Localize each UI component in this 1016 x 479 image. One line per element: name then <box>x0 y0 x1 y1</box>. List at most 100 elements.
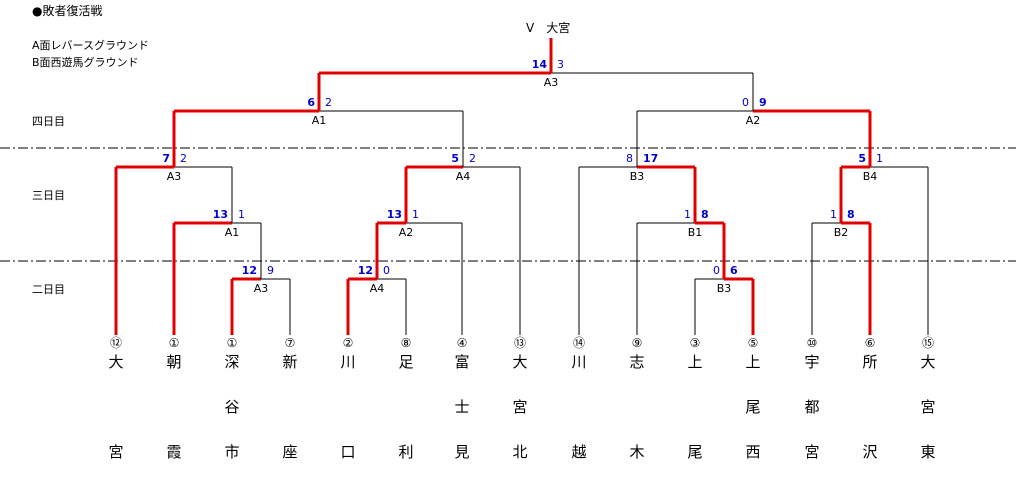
team-name-char: 足 <box>398 353 414 371</box>
team-name-char: 口 <box>340 443 356 461</box>
team-seed: ⑮ <box>921 336 935 350</box>
right-score: 0 <box>383 264 390 277</box>
team-seed: ② <box>342 336 354 350</box>
team-seed: ⑦ <box>284 336 296 350</box>
game-label: A2 <box>745 114 761 127</box>
right-score: 8 <box>847 208 855 221</box>
team-name-char: 宮 <box>804 443 820 461</box>
left-score: 5 <box>451 152 459 165</box>
game-label: A3 <box>543 76 559 89</box>
right-score: 17 <box>643 152 659 165</box>
team-name-char: 見 <box>454 443 470 461</box>
ground-b-note: B面西遊馬グラウンド <box>32 56 139 69</box>
left-score: 13 <box>212 208 228 221</box>
team-seed: ⑬ <box>513 336 527 350</box>
game-label: B1 <box>687 226 703 239</box>
left-score: 1 <box>830 208 837 221</box>
team-seed: ⑫ <box>109 336 123 350</box>
game-label: A2 <box>398 226 414 239</box>
right-score: 2 <box>469 152 476 165</box>
team-name-char: 東 <box>920 443 936 461</box>
team-seed: ⑨ <box>631 336 643 350</box>
team-name-char: 宮 <box>108 443 124 461</box>
ground-a-note: A面レバースグラウンド <box>32 39 149 52</box>
team-name-char: 宮 <box>512 398 528 416</box>
right-score: 2 <box>180 152 187 165</box>
game-label: B3 <box>629 170 645 183</box>
day-label-4: 四日目 <box>32 115 65 128</box>
right-score: 1 <box>876 152 883 165</box>
team-name-char: 北 <box>512 443 528 461</box>
right-score: 1 <box>412 208 419 221</box>
team-name-char: 志 <box>629 353 645 371</box>
team-name-char: 利 <box>398 443 414 461</box>
team-name-char: 越 <box>571 443 587 461</box>
game-label: A3 <box>253 282 269 295</box>
left-score: 0 <box>713 264 720 277</box>
left-score: 0 <box>742 96 749 109</box>
right-score: 6 <box>730 264 738 277</box>
team-name-char: 富 <box>454 353 470 371</box>
left-score: 1 <box>684 208 691 221</box>
team-name-char: 川 <box>340 353 356 371</box>
team-seed: ⑩ <box>806 336 818 350</box>
team-name-char: 木 <box>629 443 645 461</box>
team-name-char: 市 <box>224 443 240 461</box>
left-score: 13 <box>386 208 402 221</box>
team-name-char: 大 <box>920 353 936 371</box>
team-name-char: 座 <box>282 443 298 461</box>
right-score: 9 <box>267 264 274 277</box>
champion-label: V 大宮 <box>526 21 571 35</box>
team-name-char: 上 <box>687 353 703 371</box>
team-name-char: 谷 <box>224 398 240 416</box>
left-score: 12 <box>241 264 257 277</box>
day-label-2: 二日目 <box>32 283 65 296</box>
team-name-char: 尾 <box>687 443 703 461</box>
team-name-char: 尾 <box>745 398 761 416</box>
left-score: 6 <box>307 96 315 109</box>
game-label: A3 <box>166 170 182 183</box>
day-label-3: 三日目 <box>32 189 65 202</box>
team-name-char: 宇 <box>804 353 820 371</box>
left-score: 8 <box>626 152 633 165</box>
team-name-char: 西 <box>745 443 761 461</box>
game-label: B4 <box>862 170 878 183</box>
team-name-char: 深 <box>224 353 240 371</box>
team-seed: ④ <box>456 336 468 350</box>
team-name-char: 士 <box>454 398 470 416</box>
left-score: 7 <box>162 152 170 165</box>
right-score: 3 <box>557 58 564 71</box>
team-name-char: 川 <box>571 353 587 371</box>
team-seed: ① <box>168 336 180 350</box>
game-label: B3 <box>716 282 732 295</box>
left-score: 5 <box>858 152 866 165</box>
team-seed: ⑭ <box>572 336 586 350</box>
page-title: ●敗者復活戦 <box>32 4 103 18</box>
team-name-char: 都 <box>804 398 820 416</box>
left-score: 14 <box>531 58 547 71</box>
team-name-char: 沢 <box>862 443 878 461</box>
right-score: 2 <box>325 96 332 109</box>
team-seed: ⑤ <box>747 336 759 350</box>
team-name-char: 新 <box>282 353 298 371</box>
team-name-char: 大 <box>512 353 528 371</box>
team-name-char: 宮 <box>920 398 936 416</box>
game-label: B2 <box>833 226 849 239</box>
game-label: A1 <box>224 226 240 239</box>
game-label: A4 <box>455 170 471 183</box>
team-name-char: 所 <box>862 353 878 371</box>
right-score: 9 <box>759 96 767 109</box>
game-label: A4 <box>369 282 385 295</box>
team-name-char: 霞 <box>166 443 182 461</box>
team-name-char: 大 <box>108 353 124 371</box>
team-name-char: 上 <box>745 353 761 371</box>
team-seed: ① <box>226 336 238 350</box>
team-seed: ⑥ <box>864 336 876 350</box>
team-seed: ③ <box>689 336 701 350</box>
team-seed: ⑧ <box>400 336 412 350</box>
left-score: 12 <box>357 264 373 277</box>
game-label: A1 <box>311 114 327 127</box>
team-name-char: 朝 <box>166 353 182 371</box>
